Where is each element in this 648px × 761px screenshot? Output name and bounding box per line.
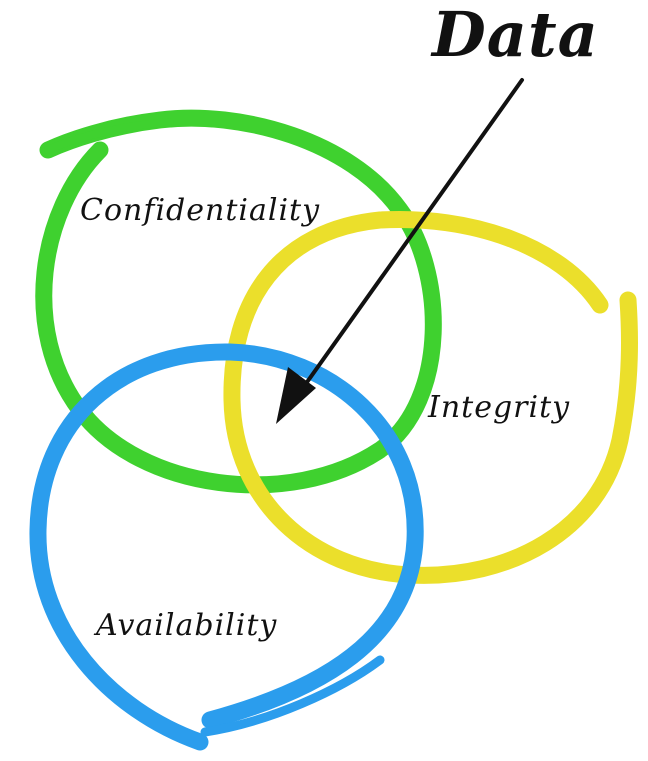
confidentiality-circle [35,109,442,494]
confidentiality-label: Confidentiality [80,193,320,228]
availability-circle [29,343,424,751]
availability-ring [29,343,424,751]
availability-ring-tail [200,655,385,737]
arrow-shaft [298,78,524,394]
arrow-head [276,367,316,424]
confidentiality-ring [35,109,442,494]
data-label: Data [430,0,599,71]
data-arrow [276,78,524,424]
availability-label: Availability [93,608,277,643]
integrity-label: Integrity [427,390,570,425]
confidentiality-ring-tail [44,118,174,154]
